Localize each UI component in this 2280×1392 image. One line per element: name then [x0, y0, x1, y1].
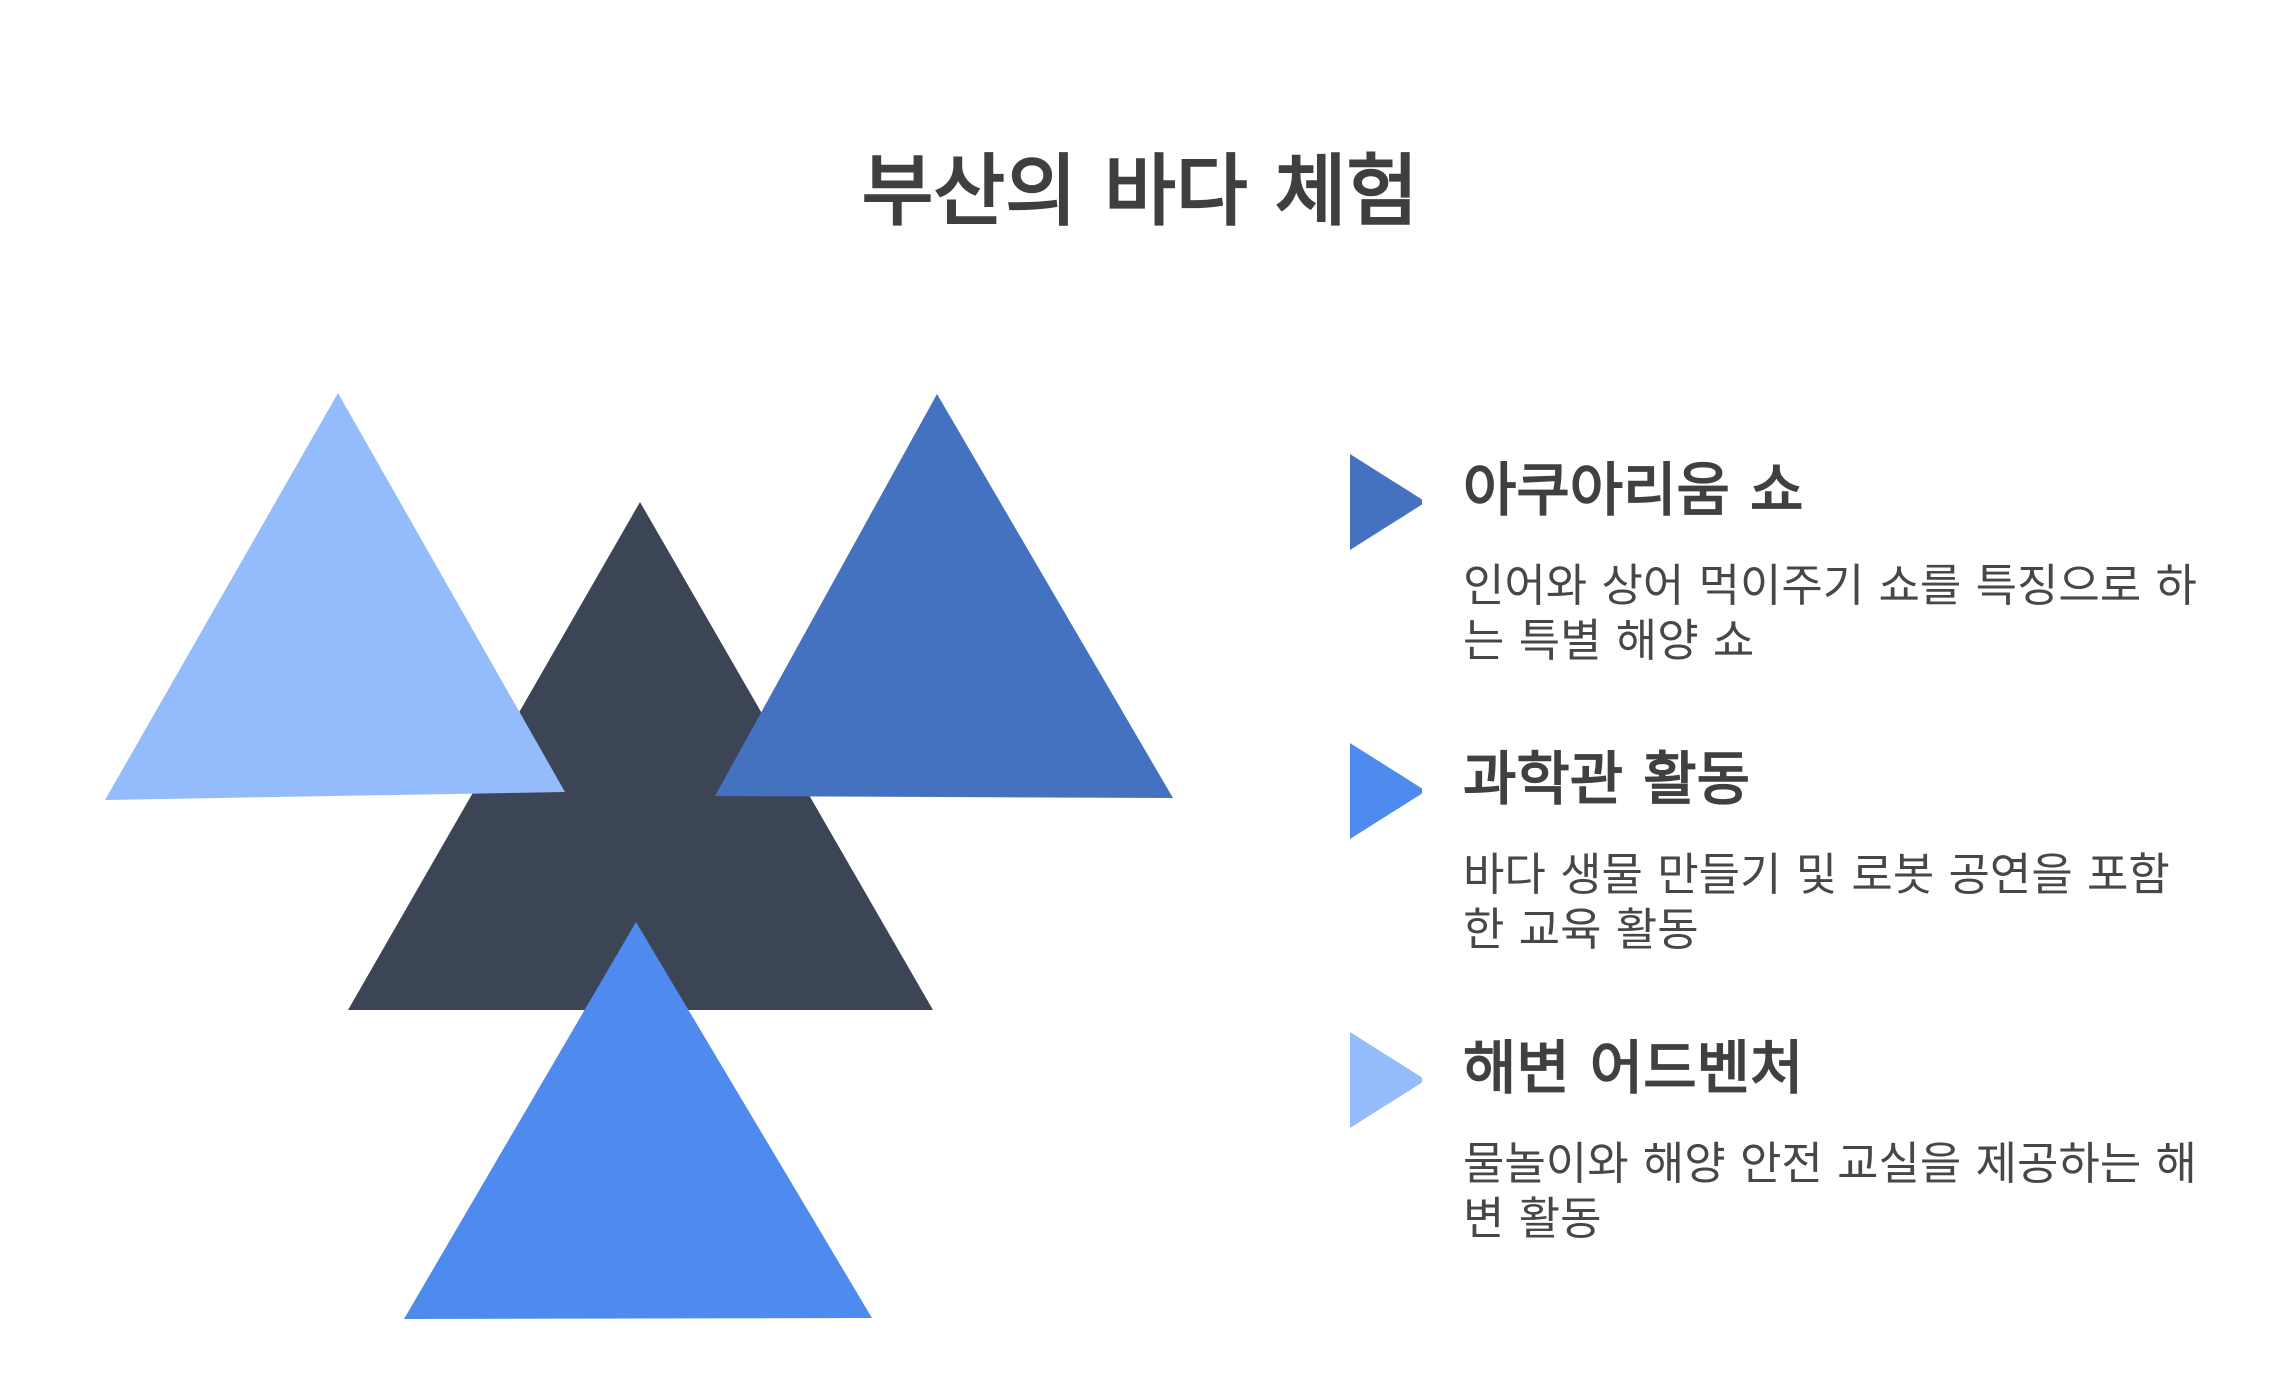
right-medium-blue-triangle: [715, 394, 1173, 798]
feature-title: 해변 어드벤처: [1463, 1034, 1804, 1102]
bottom-bright-blue-triangle: [404, 922, 872, 1319]
feature-description: 인어와 상어 먹이주기 쇼를 특징으로 하는 특별 해양 쇼: [1463, 559, 2197, 667]
feature-title: 과학관 활동: [1463, 745, 1750, 813]
feature-title: 아쿠아리움 쇼: [1463, 456, 1804, 524]
left-light-blue-triangle: [105, 393, 565, 800]
play-triangle-icon: [1350, 1032, 1422, 1128]
feature-description: 바다 생물 만들기 및 로봇 공연을 포함한 교육 활동: [1463, 848, 2170, 956]
triangle-cluster-diagram: [105, 393, 1173, 1319]
play-triangle-icon: [1350, 743, 1422, 839]
feature-description: 물놀이와 해양 안전 교실을 제공하는 해변 활동: [1463, 1137, 2197, 1245]
page-title: 부산의 바다 체험: [861, 147, 1419, 237]
center-dark-triangle: [348, 502, 933, 1010]
play-triangle-icon: [1350, 454, 1422, 550]
